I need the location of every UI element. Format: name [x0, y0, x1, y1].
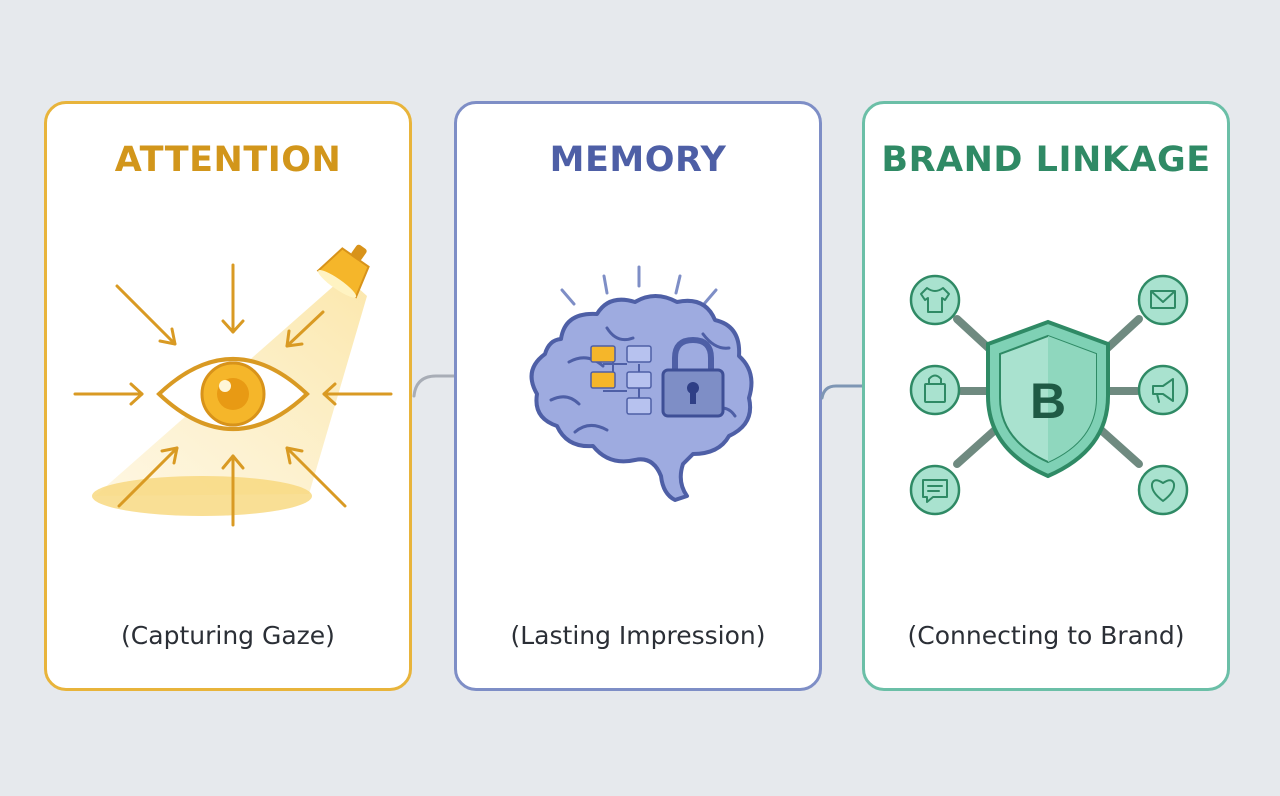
stage-card-brand-linkage: BRAND LINKAGE B — [862, 101, 1230, 691]
stage-caption: (Capturing Gaze) — [121, 621, 335, 650]
brand-shield-icon: B — [909, 274, 1189, 516]
stage-caption: (Connecting to Brand) — [907, 621, 1185, 650]
brand-badge-letter: B — [1030, 373, 1066, 429]
stage-title: MEMORY — [549, 140, 727, 180]
brain-lock-icon — [529, 265, 754, 502]
stage-title: ATTENTION — [114, 140, 342, 180]
stage-caption: (Lasting Impression) — [510, 621, 766, 650]
eye-spotlight-icon — [73, 244, 393, 527]
stage-card-attention: ATTENTION — [44, 101, 412, 691]
stage-title: BRAND LINKAGE — [881, 140, 1211, 180]
stage-card-memory: MEMORY — [454, 101, 822, 691]
